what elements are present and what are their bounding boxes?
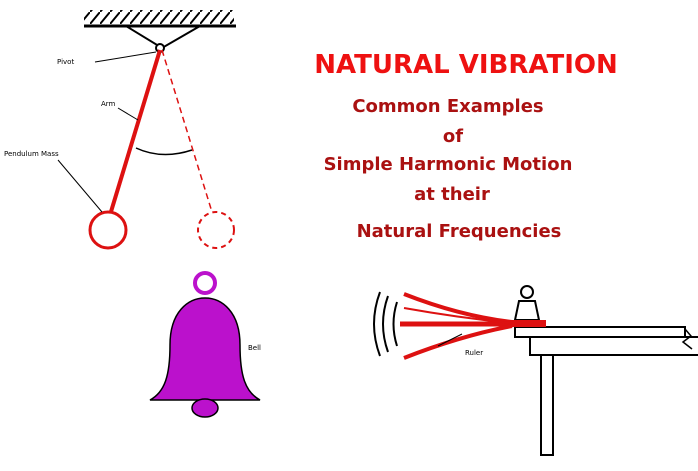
- bell-icon: Bell: [149, 271, 261, 418]
- arm-leader: [117, 107, 139, 121]
- bell-clapper: [191, 398, 219, 418]
- subtitle-line-1: Common Examples: [352, 96, 543, 117]
- ruler-down: [403, 324, 513, 360]
- pendulum-arm: [108, 49, 162, 216]
- bell-body: [149, 297, 261, 401]
- pendulum-mass-label: Pendulum Mass: [4, 150, 59, 158]
- ruler-base: [508, 320, 546, 327]
- mass-leader: [57, 159, 103, 213]
- sound-waves: [373, 291, 398, 357]
- weight-icon: [513, 285, 541, 321]
- ceiling-support: [84, 10, 236, 50]
- subtitle-line-4: at their: [414, 184, 490, 205]
- pendulum-mass: [88, 210, 128, 250]
- swing-arc: [135, 147, 193, 156]
- pivot-label: Pivot: [57, 58, 74, 66]
- pendulum-diagram: Pivot Arm Pendulum Mass: [4, 10, 236, 250]
- pendulum-arm-displaced: [161, 49, 213, 213]
- main-title: NATURAL VIBRATION: [314, 50, 617, 80]
- ruler-label: Ruler: [465, 349, 483, 357]
- bell-label: Bell: [248, 344, 261, 352]
- vibrating-ruler-diagram: Ruler: [373, 285, 698, 456]
- ruler-leader: [437, 333, 463, 347]
- ruler-up-mid: [403, 307, 513, 324]
- pendulum-mass-displaced: [197, 211, 235, 249]
- title-block: NATURAL VIBRATION Common Examples of Sim…: [314, 50, 617, 242]
- subtitle-line-2: of: [443, 126, 463, 147]
- subtitle-line-3: Simple Harmonic Motion: [324, 154, 573, 175]
- table: [514, 326, 698, 456]
- ruler-up: [403, 292, 513, 324]
- pivot-leader: [94, 51, 157, 63]
- arm-label: Arm: [101, 100, 116, 108]
- subtitle-line-5: Natural Frequencies: [357, 221, 562, 242]
